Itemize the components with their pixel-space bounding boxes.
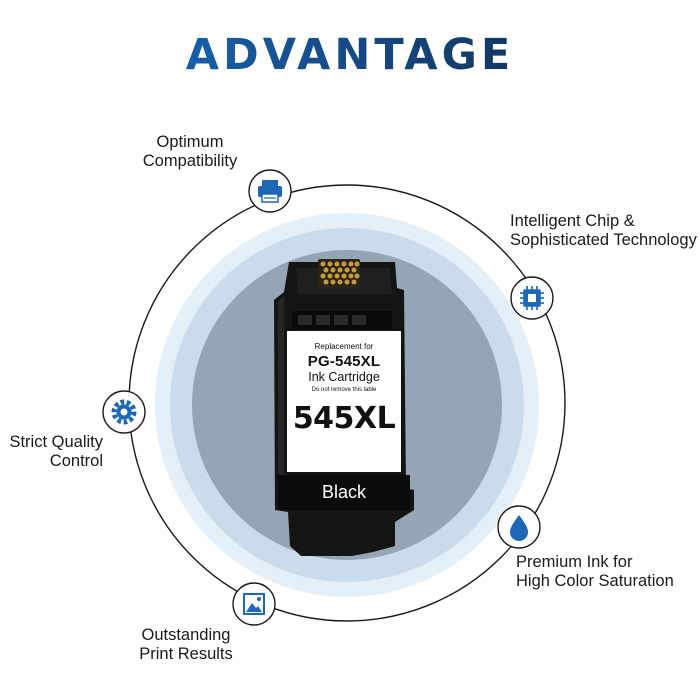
feature-print: Outstanding Print Results [100,626,272,664]
feature-chip: Intelligent Chip & Sophisticated Technol… [510,212,697,250]
label-model: PG-545XL [307,353,381,370]
ink-drop-icon [510,515,528,541]
feature-compatibility-line2: Compatibility [142,152,238,170]
feature-quality-line2: Control [49,452,103,470]
feature-compatibility-line1: Optimum [156,133,224,151]
label-big-code: 545XL [292,401,396,436]
label-type: Ink Cartridge [308,370,380,384]
print-badge [232,582,276,626]
chip-badge [510,276,554,320]
label-replacement-text: Replacement for [314,342,374,351]
cartridge-color-label: Black [278,475,410,510]
printer-icon [258,180,282,203]
chip-icon [520,286,544,310]
feature-chip-line1: Intelligent Chip & [510,212,635,230]
feature-ink-line1: Premium Ink for [516,553,633,571]
ink-badge [497,505,541,549]
compatibility-badge [248,169,292,213]
feature-compatibility: Optimum Compatibility [100,133,280,171]
feature-ink: Premium Ink for High Color Saturation [516,553,674,591]
feature-chip-line2: Sophisticated Technology [510,231,697,249]
gear-icon [111,399,137,425]
feature-print-line2: Print Results [139,645,233,663]
feature-print-line1: Outstanding [141,626,231,644]
cartridge-label: Replacement for PG-545XL Ink Cartridge D… [287,331,401,472]
page-title: ADVANTAGE [0,30,700,80]
chip-contacts [318,259,360,289]
feature-ink-line2: High Color Saturation [516,572,674,590]
label-note: Do not remove this lable [311,387,377,393]
feature-quality: Strict Quality Control [0,433,103,471]
image-icon [243,593,265,615]
feature-quality-line1: Strict Quality [9,433,103,451]
quality-badge [102,390,146,434]
